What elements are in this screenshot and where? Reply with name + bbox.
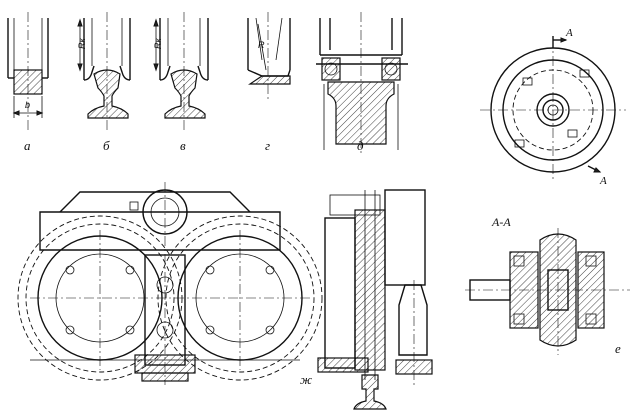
bogie-side-section — [317, 189, 433, 410]
section-title: А-А — [491, 215, 511, 229]
figure-g-conical-wheel — [247, 12, 291, 100]
label-v: в — [180, 138, 186, 153]
dim-rk-b: Rк — [77, 38, 87, 49]
section-mark-top: А — [565, 27, 573, 39]
figure-d-wheel-section — [316, 12, 408, 155]
wheel-front-view — [480, 36, 626, 182]
figure-b-wheel-crane-rail — [77, 12, 131, 130]
figure-v-wheel-crane-rail — [153, 12, 209, 130]
section-mark-bottom: А — [599, 175, 607, 187]
label-zh: ж — [300, 372, 312, 387]
section-a-a — [465, 228, 630, 355]
figure-a-wheel-flat-rail — [7, 12, 49, 130]
label-d: д — [357, 138, 364, 153]
dim-r: R — [258, 40, 265, 50]
label-b: б — [103, 138, 110, 153]
bogie-drawing — [17, 182, 323, 385]
dim-rk-v: Rк — [153, 38, 163, 49]
label-a: а — [24, 138, 31, 153]
label-e: е — [615, 341, 621, 356]
dim-b: b — [25, 100, 30, 110]
label-g: г — [265, 138, 270, 153]
